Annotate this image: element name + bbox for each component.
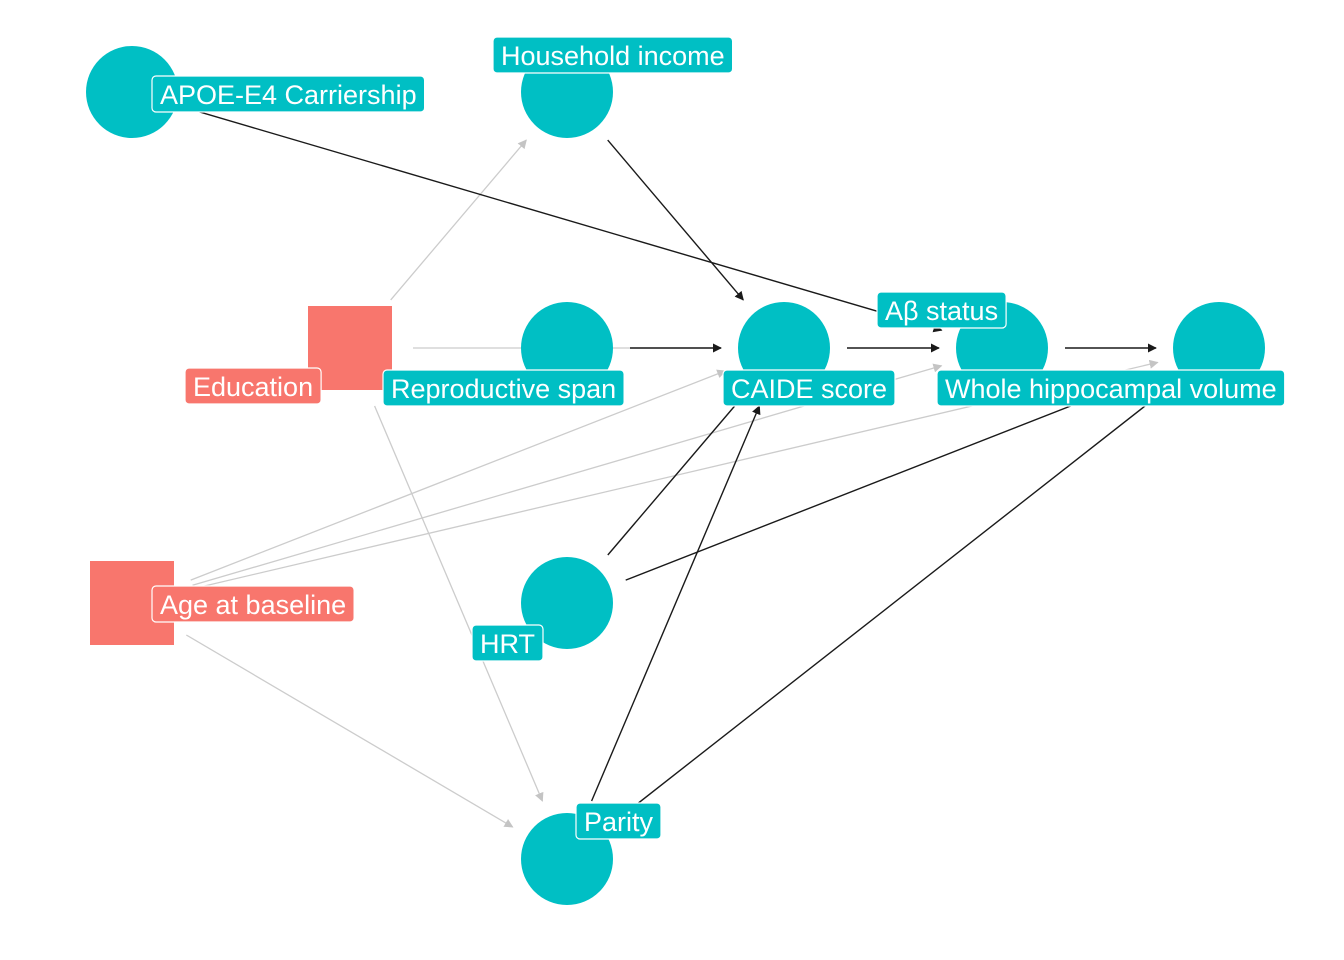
node-apoe [86,46,178,138]
edge-education-to-parity [374,405,544,802]
label-box-caide [722,369,896,407]
edge-parity-to-caide [590,405,761,802]
edge-age-to-caide [190,369,727,581]
label-text-education: Education [193,372,313,402]
label-parity: Parity [575,802,662,840]
edge-income-to-caide [607,139,744,301]
edge-apoe-to-abeta [192,109,943,333]
label-text-hrt: HRT [480,629,535,659]
edge-education-to-income [390,139,527,301]
label-repro: Reproductive span [382,369,625,407]
label-hrt: HRT [471,624,544,662]
label-hippo: Whole hippocampal volume [936,369,1286,407]
label-text-hippo: Whole hippocampal volume [945,374,1277,404]
label-text-apoe: APOE-E4 Carriership [160,80,417,110]
label-apoe: APOE-E4 Carriership [151,75,426,113]
label-box-parity [575,802,662,840]
label-text-income: Household income [501,41,725,71]
label-education: Education [184,367,322,405]
edges-other-layer [185,139,1159,828]
label-age: Age at baseline [151,585,355,623]
label-text-abeta: Aβ status [885,296,998,326]
label-box-hippo [936,369,1286,407]
label-box-abeta [876,291,1007,329]
node-education [308,306,392,390]
label-text-repro: Reproductive span [391,374,616,404]
label-income: Household income [492,36,734,74]
label-box-education [184,367,322,405]
edge-hrt-to-caide [607,395,744,556]
edges-causal-layer [192,109,1171,821]
label-text-age: Age at baseline [160,590,346,620]
edge-age-to-parity [185,634,514,828]
label-box-apoe [151,75,426,113]
node-labels-layer: APOE-E4 Carriership Household incomeEduca… [151,36,1286,840]
label-caide: CAIDE score [722,369,896,407]
label-abeta: Aβ status [876,291,1007,329]
label-box-repro [382,369,625,407]
label-box-age [151,585,355,623]
edge-parity-to-hippo [616,386,1171,821]
label-text-parity: Parity [584,807,654,837]
label-box-hrt [471,624,544,662]
label-text-caide: CAIDE score [731,374,887,404]
node-hrt [521,557,613,649]
label-box-income [492,36,734,74]
